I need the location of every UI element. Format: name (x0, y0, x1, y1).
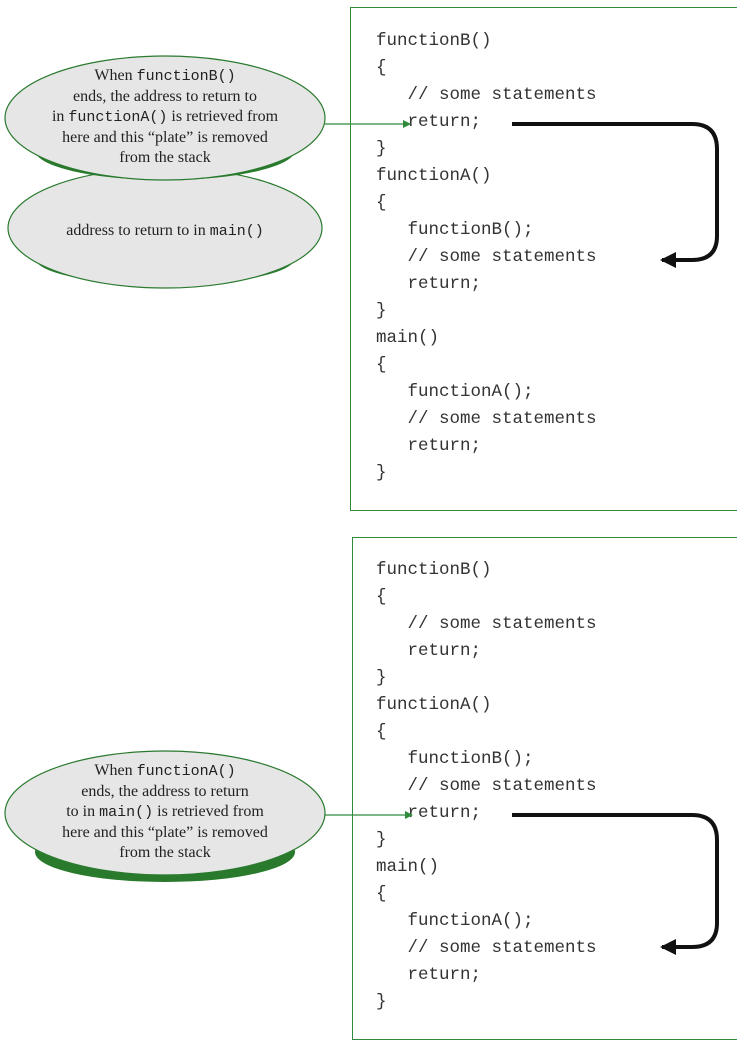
plate-code: functionA() (136, 763, 236, 780)
code-line: { (376, 193, 387, 213)
plate-text: is retrieved from (167, 108, 279, 125)
code-line: return; (376, 641, 482, 661)
code-line: main() (376, 328, 440, 348)
plate-text: here and this “plate” is removed (62, 824, 268, 841)
return-arrow-top (512, 122, 719, 268)
stack-plate-main-return (7, 167, 323, 289)
code-line: functionB() (376, 31, 492, 51)
return-arrow-bottom (512, 813, 719, 955)
plate-text: is retrieved from (153, 803, 264, 820)
code-line: { (376, 884, 387, 904)
code-line: return; (376, 965, 482, 985)
code-line: } (376, 992, 387, 1012)
code-line: return; (376, 436, 482, 456)
plate-label-main-return: address to return to in main() (5, 221, 325, 242)
code-line: functionB(); (376, 220, 534, 240)
code-line: // some statements (376, 409, 597, 429)
code-line: { (376, 58, 387, 78)
code-line: main() (376, 857, 440, 877)
code-line: // some statements (376, 938, 597, 958)
code-listing-top: functionB() { // some statements return;}… (376, 28, 597, 487)
stack-plate-functionA-return (4, 55, 326, 181)
code-line: functionA() (376, 695, 492, 715)
plate-text: ends, the address to return (81, 783, 249, 800)
code-line: } (376, 668, 387, 688)
code-line: // some statements (376, 85, 597, 105)
code-line: { (376, 355, 387, 375)
stack-plate-main-return-bottom (4, 750, 326, 882)
plate-text: address to return to in (66, 222, 210, 239)
code-line: { (376, 722, 387, 742)
plate-text: from the stack (119, 149, 211, 166)
code-line: // some statements (376, 614, 597, 634)
code-line: functionB(); (376, 749, 534, 769)
code-line: return; (376, 112, 482, 132)
code-line: { (376, 587, 387, 607)
plate-code: functionB() (136, 68, 236, 85)
code-line: // some statements (376, 776, 597, 796)
code-listing-bottom: functionB() { // some statements return;}… (376, 557, 597, 1016)
code-line: // some statements (376, 247, 597, 267)
plate-code: functionA() (68, 109, 168, 126)
code-line: return; (376, 274, 482, 294)
plate-code: main() (209, 223, 264, 240)
code-line: } (376, 139, 387, 159)
code-line: } (376, 463, 387, 483)
plate-label-main-return-bottom: When functionA() ends, the address to re… (5, 761, 325, 863)
code-line: } (376, 830, 387, 850)
plate-label-functionA-return: When functionB() ends, the address to re… (5, 66, 325, 168)
plate-text: When (94, 67, 137, 84)
code-line: functionA(); (376, 382, 534, 402)
code-line: functionA() (376, 166, 492, 186)
code-line: return; (376, 803, 482, 823)
plate-code: main() (99, 804, 154, 821)
plate-text: in (51, 108, 69, 125)
plate-text: to in (66, 803, 100, 820)
code-line: functionA(); (376, 911, 534, 931)
code-line: functionB() (376, 560, 492, 580)
plate-text: When (94, 762, 137, 779)
plate-text: here and this “plate” is removed (62, 129, 268, 146)
code-line: } (376, 301, 387, 321)
plate-text: ends, the address to return to (73, 88, 257, 105)
plate-text: from the stack (119, 844, 211, 861)
